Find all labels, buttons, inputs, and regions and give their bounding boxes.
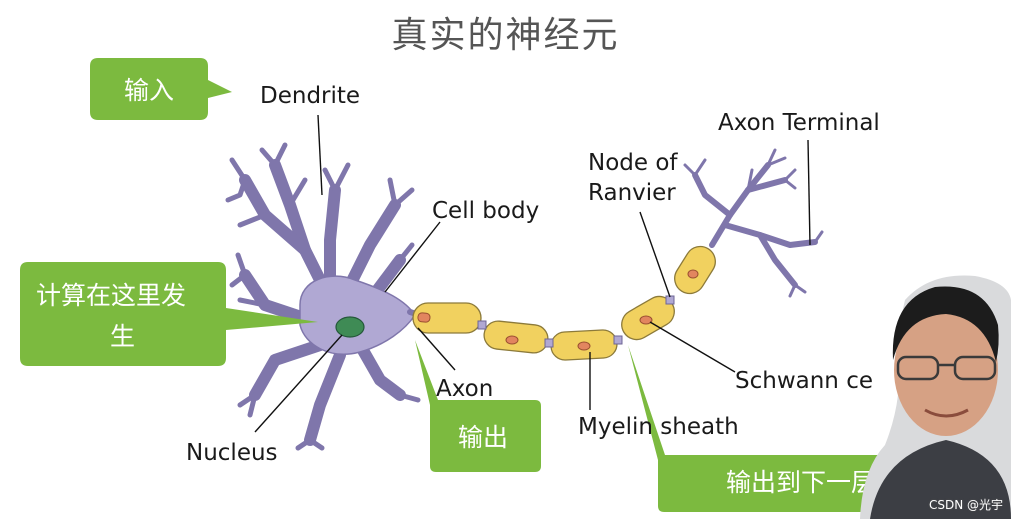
callout-compute-text-line2: 生 (110, 322, 135, 351)
label-node-of-ranvier-line2: Ranvier (588, 180, 676, 206)
cell-body (299, 275, 416, 355)
presenter-hair (892, 286, 999, 362)
label-myelin-sheath: Myelin sheath (578, 414, 739, 440)
label-axon: Axon (436, 376, 493, 402)
axon-terminal-twigs (683, 148, 824, 298)
label-node-of-ranvier-line1: Node of (588, 150, 678, 176)
neuron-illustration (225, 142, 824, 451)
callout-compute (20, 262, 318, 366)
callout-input-text: 输入 (124, 76, 174, 105)
nucleus (335, 316, 365, 338)
myelin-segment (412, 302, 482, 334)
axon-terminal-branches (692, 162, 818, 288)
label-schwann-cell: Schwann ce (735, 368, 873, 394)
node-of-ranvier (665, 295, 675, 305)
callout-input (90, 58, 232, 120)
dendrite-twigs (225, 142, 421, 451)
presenter-shirt (870, 440, 1011, 519)
label-axon-terminal: Axon Terminal (718, 110, 880, 136)
presenter-face (894, 304, 998, 436)
presenter-video (860, 275, 1011, 519)
node-of-ranvier (477, 320, 487, 330)
callout-output-next (628, 345, 900, 512)
glasses-icon (896, 355, 940, 381)
callout-output-text: 输出 (458, 423, 508, 452)
myelin-sheath-segments (412, 245, 716, 361)
label-dendrite: Dendrite (260, 83, 360, 109)
label-cell-body: Cell body (432, 198, 539, 224)
node-of-ranvier (544, 338, 554, 348)
callout-output-next-text: 输出到下一层 (726, 468, 876, 497)
page-title: 真实的神经元 (391, 15, 620, 56)
leader-lines (254, 114, 811, 433)
label-nucleus: Nucleus (186, 440, 278, 466)
watermark: CSDN @光宇 (928, 498, 1003, 512)
callout-output (415, 340, 541, 472)
callout-compute-text-line1: 计算在这里发 (36, 281, 186, 310)
node-of-ranvier (613, 335, 623, 345)
